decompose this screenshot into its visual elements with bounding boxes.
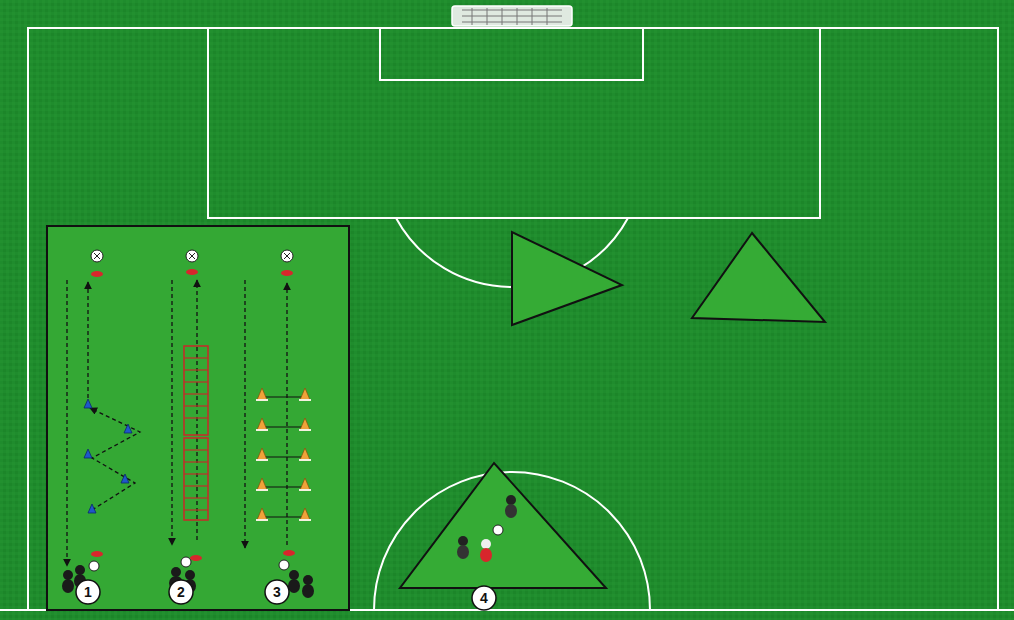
- callout-number: 3: [273, 585, 281, 599]
- callout-circle: 1: [75, 579, 101, 605]
- callout-circle: 3: [264, 579, 290, 605]
- callout-circle: 4: [471, 585, 497, 611]
- callout-circle: 2: [168, 579, 194, 605]
- callout-number: 4: [480, 591, 488, 605]
- callout-number: 1: [84, 585, 92, 599]
- callout-number: 2: [177, 585, 185, 599]
